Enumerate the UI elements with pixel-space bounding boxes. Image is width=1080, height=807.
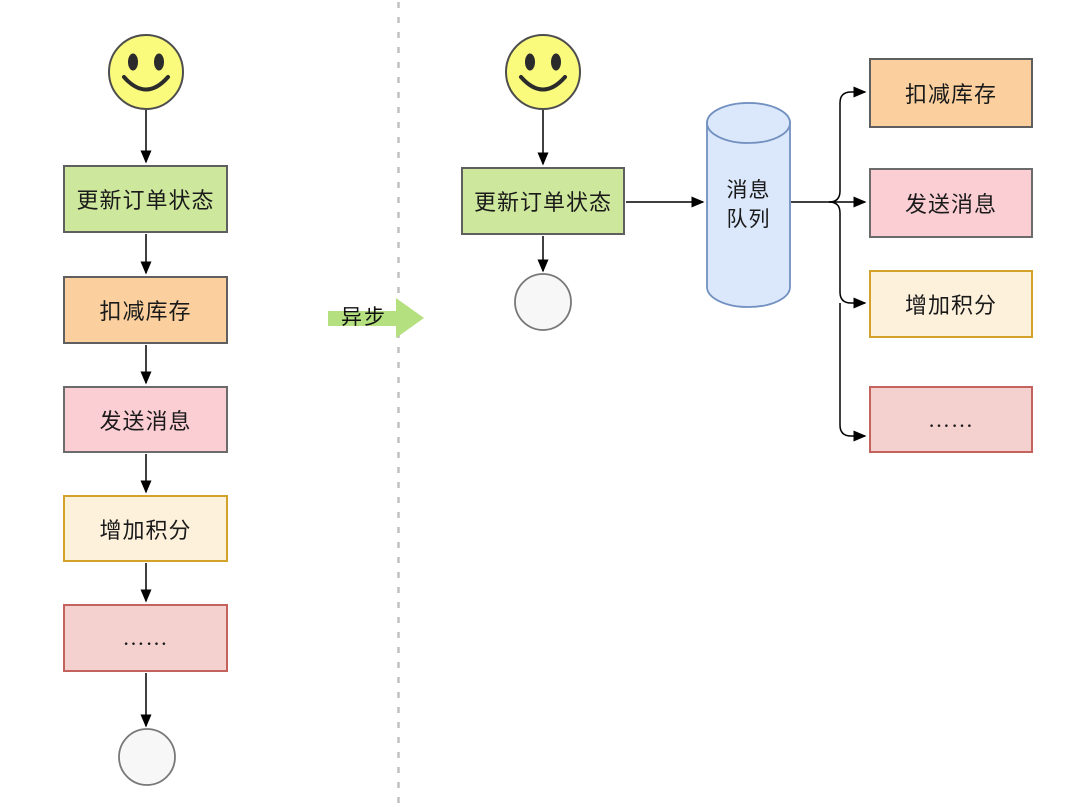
async-branch-send-message: 发送消息 [869, 168, 1033, 238]
message-queue-cylinder-icon [706, 102, 791, 308]
async-block-arrow-icon [328, 298, 424, 338]
flow-arrow [839, 303, 867, 442]
async-step-update-order-status: 更新订单状态 [461, 167, 625, 235]
sync-step-deduct-inventory: 扣减库存 [63, 276, 228, 344]
end-circle-icon [514, 273, 572, 331]
flow-arrow [828, 86, 867, 203]
sync-step-update-order-status: 更新订单状态 [63, 165, 228, 233]
async-branch-add-points: 增加积分 [869, 270, 1033, 338]
sync-step-send-message: 发送消息 [63, 386, 228, 453]
async-branch-ellipsis: …… [869, 386, 1033, 453]
end-circle-icon [118, 728, 176, 786]
async-branch-deduct-inventory: 扣减库存 [869, 58, 1033, 128]
smiley-icon [108, 34, 184, 110]
sync-step-ellipsis: …… [63, 604, 228, 672]
smiley-icon [505, 34, 581, 110]
async-transition-label: 异步 [341, 305, 387, 329]
message-queue-label: 消息 队列 [726, 177, 771, 231]
sync-step-add-points: 增加积分 [63, 495, 228, 562]
flow-arrow [828, 201, 867, 309]
